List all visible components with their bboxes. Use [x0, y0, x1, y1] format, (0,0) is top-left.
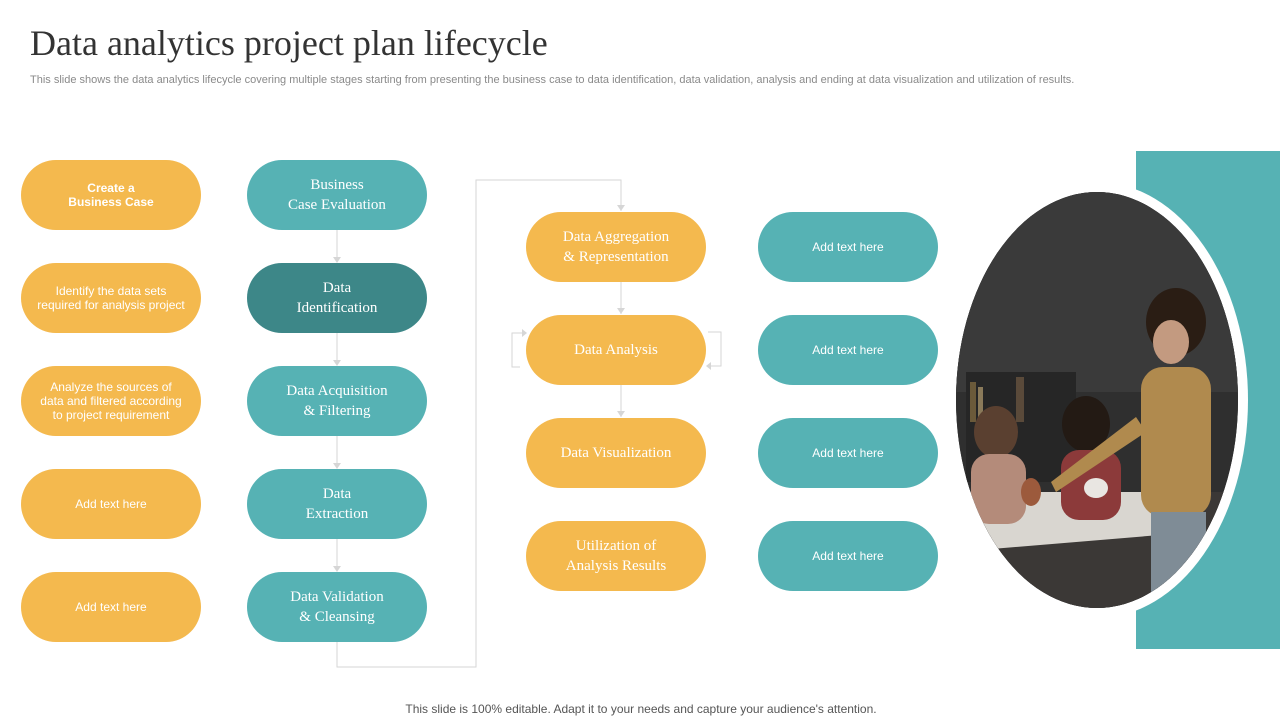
left-note-5: Add text here: [21, 572, 201, 642]
page-subtitle: This slide shows the data analytics life…: [30, 74, 1075, 86]
stage-data-identification: Data Identification: [247, 263, 427, 333]
right-note-4: Add text here: [758, 521, 938, 591]
team-photo-illustration: [956, 192, 1238, 608]
stage-data-acquisition-filtering: Data Acquisition & Filtering: [247, 366, 427, 436]
stage-business-case-evaluation: Business Case Evaluation: [247, 160, 427, 230]
stage-data-visualization: Data Visualization: [526, 418, 706, 488]
page-title: Data analytics project plan lifecycle: [30, 23, 548, 63]
stage-data-analysis: Data Analysis: [526, 315, 706, 385]
stage-data-extraction: Data Extraction: [247, 469, 427, 539]
right-note-3: Add text here: [758, 418, 938, 488]
left-note-1: Create a Business Case: [21, 160, 201, 230]
left-note-3: Analyze the sources of data and filtered…: [21, 366, 201, 436]
left-note-4: Add text here: [21, 469, 201, 539]
stage-data-validation-cleansing: Data Validation & Cleansing: [247, 572, 427, 642]
team-photo: [956, 192, 1238, 608]
right-note-1: Add text here: [758, 212, 938, 282]
left-note-2: Identify the data sets required for anal…: [21, 263, 201, 333]
footer-note: This slide is 100% editable. Adapt it to…: [405, 702, 877, 716]
stage-utilization-of-analysis-results: Utilization of Analysis Results: [526, 521, 706, 591]
stage-data-aggregation-representation: Data Aggregation & Representation: [526, 212, 706, 282]
right-note-2: Add text here: [758, 315, 938, 385]
